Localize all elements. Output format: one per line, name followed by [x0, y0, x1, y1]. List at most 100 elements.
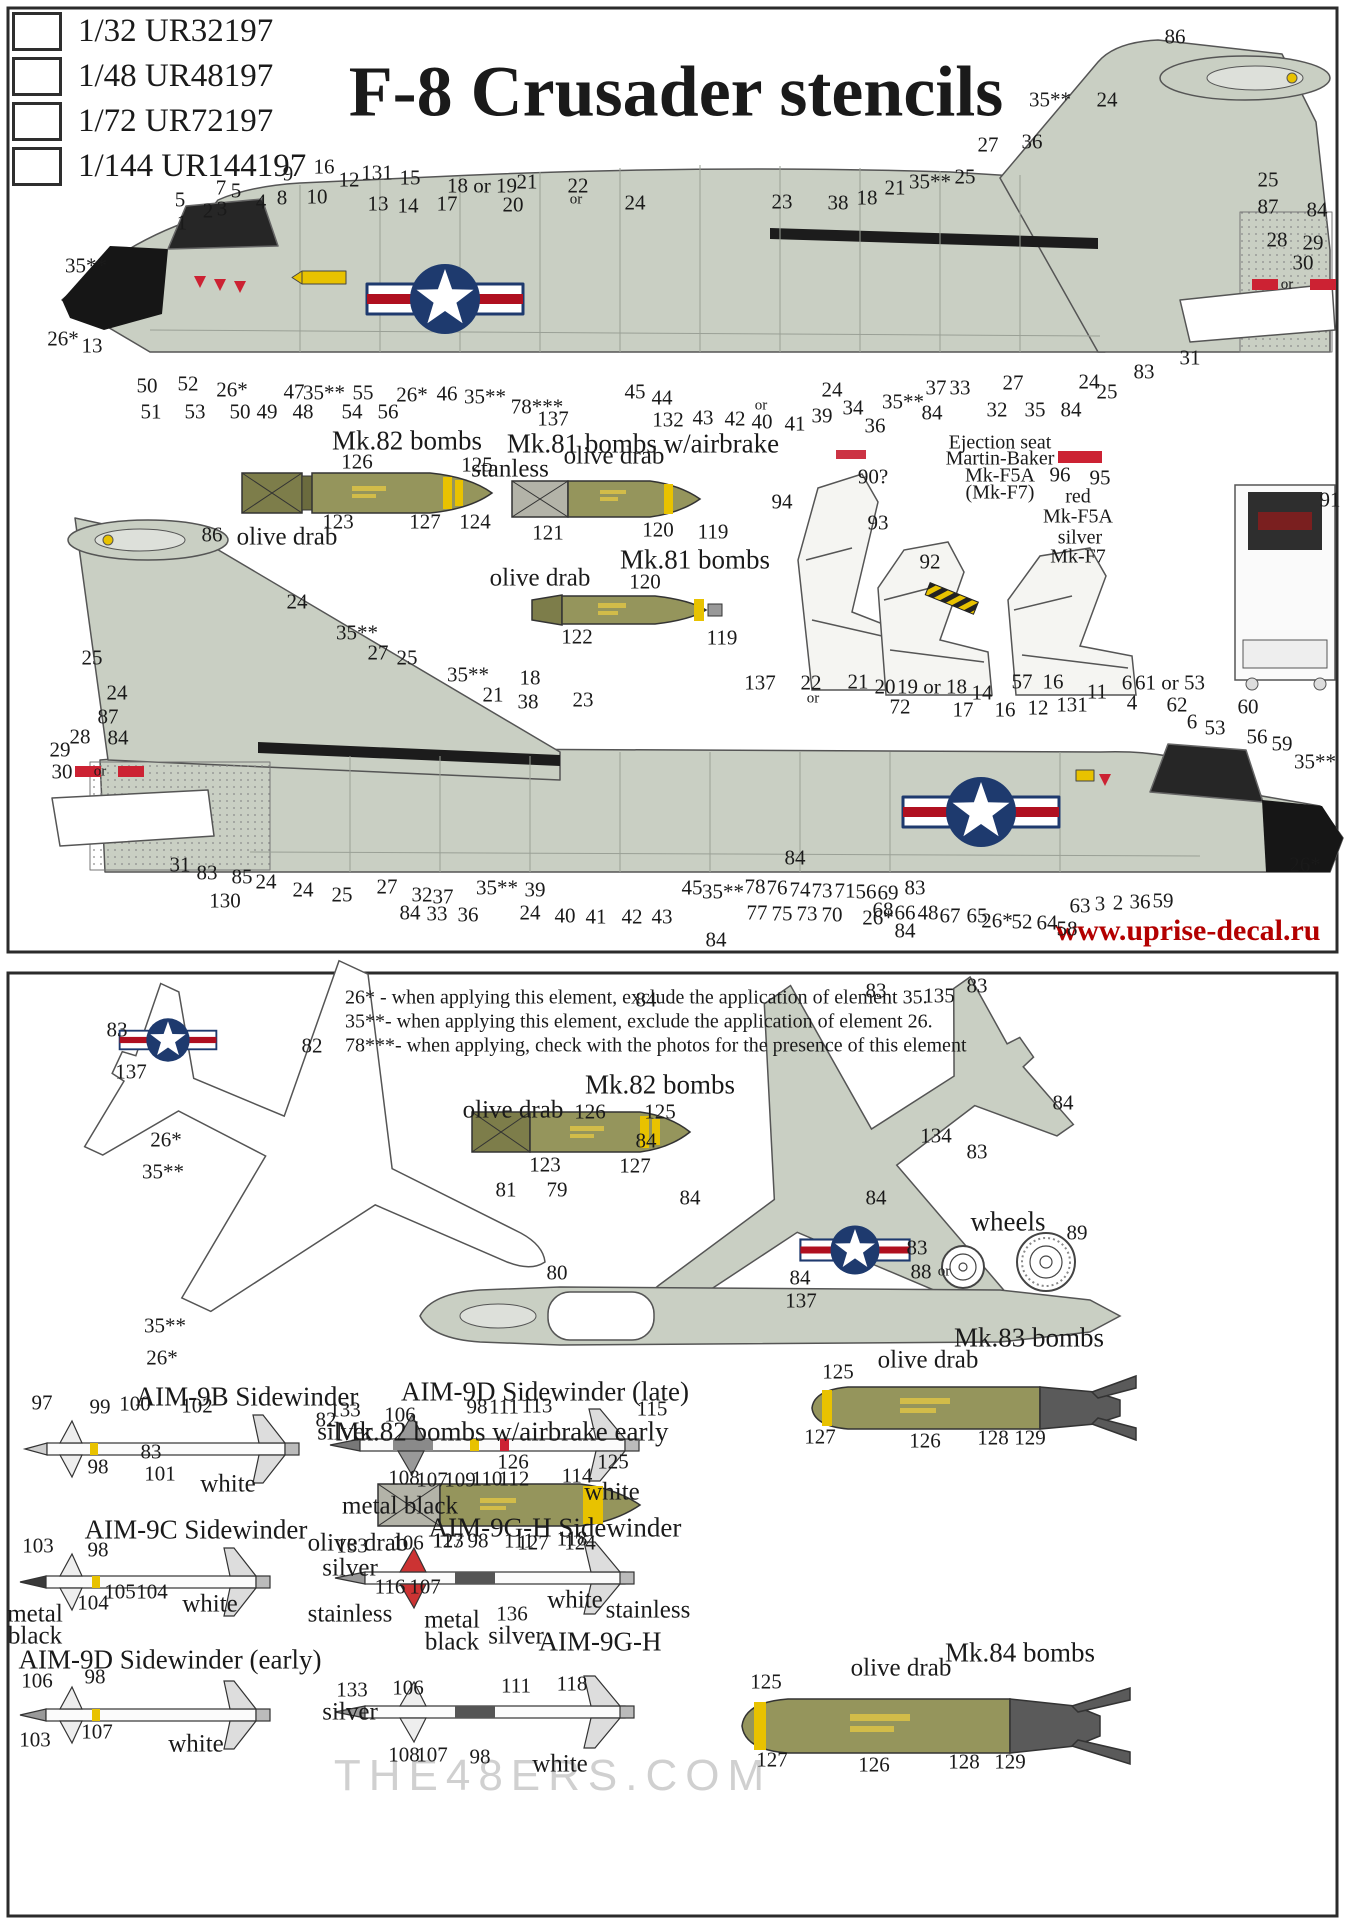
callout-label: 123	[529, 1152, 561, 1177]
callout-label: 29	[1302, 230, 1324, 255]
callout-label: 134	[920, 1123, 952, 1148]
callout-label: 130	[209, 888, 241, 913]
callout-label: 115	[636, 1396, 668, 1421]
ejection-seat-note-line: (Mk-F7)	[965, 481, 1035, 504]
callout-label: 97	[31, 1390, 53, 1415]
callout-label: 107	[409, 1574, 441, 1599]
callout-label: 133	[329, 1397, 361, 1422]
callout-label: white	[182, 1590, 238, 1618]
callout-label: 29	[49, 737, 71, 762]
callout-label: 9	[282, 161, 294, 186]
callout-label: 1	[176, 210, 188, 235]
callout-label: 32	[411, 882, 433, 907]
callout-label: 38	[827, 190, 849, 215]
callout-label: 133	[336, 1533, 368, 1558]
aim9c-missile	[19, 1547, 271, 1617]
callout-label: 17	[952, 697, 974, 722]
callout-label: 84	[784, 845, 806, 870]
callout-label: 22	[800, 670, 822, 695]
seat-finish-label: Mk-F5A	[1042, 505, 1114, 528]
callout-label: white	[584, 1478, 640, 1506]
callout-label: 129	[994, 1749, 1026, 1774]
callout-label: 34	[842, 395, 864, 420]
callout-label: or	[754, 397, 768, 414]
callout-label: 25	[954, 164, 976, 189]
callout-label: white	[168, 1730, 224, 1758]
callout-label: 19 or 18	[897, 674, 967, 699]
callout-label: black	[424, 1628, 480, 1656]
callout-label: 28	[1266, 227, 1288, 252]
callout-label: 25	[1257, 167, 1279, 192]
callout-label: 23	[771, 189, 793, 214]
seat-finish-label: silver	[1057, 526, 1103, 549]
callout-label: 30	[1292, 250, 1314, 275]
callout-label: 53	[184, 399, 206, 424]
callout-label: white	[532, 1750, 588, 1778]
application-note-35: 35**- when applying this element, exclud…	[345, 1010, 933, 1033]
callout-label: 24	[519, 900, 541, 925]
callout-label: 37	[925, 375, 947, 400]
section-title: AIM-9D Sidewinder (early)	[18, 1644, 322, 1675]
callout-label: 84	[635, 987, 657, 1012]
callout-label: 43	[651, 904, 673, 929]
callout-label: 18 or 19	[447, 173, 517, 198]
red-stencil-marks-2	[75, 766, 1111, 786]
callout-label: or	[93, 763, 107, 780]
scale-label: 1/48	[78, 57, 137, 94]
scale-option-1-32: 1/32 UR32197	[12, 11, 273, 51]
callout-label: 75	[771, 901, 793, 926]
callout-label: 106	[392, 1530, 424, 1555]
callout-label: 8	[276, 185, 288, 210]
website-link[interactable]: www.uprise-decal.ru	[1055, 914, 1321, 947]
callout-label: 84	[921, 400, 943, 425]
scale-code: UR144197	[161, 147, 307, 184]
callout-label: 35**	[303, 380, 345, 405]
callout-label: white	[547, 1586, 603, 1614]
callout-label: 106	[384, 1402, 416, 1427]
callout-label: 4	[1126, 690, 1138, 715]
callout-label: 35**	[1029, 87, 1071, 112]
callout-label: 35**	[702, 879, 744, 904]
callout-label: 2	[202, 198, 214, 223]
callout-label: olive drab	[563, 442, 665, 470]
callout-label: 59	[1271, 731, 1293, 756]
scale-option-1-72: 1/72 UR72197	[12, 101, 273, 141]
callout-label: 90?	[857, 464, 889, 489]
callout-label: 40	[554, 903, 576, 928]
section-title: Mk.81 bombs w/airbrake	[506, 428, 780, 459]
section-title: AIM-9D Sidewinder (late)	[401, 1376, 689, 1407]
callout-label: 88	[910, 1259, 932, 1284]
stabilizer-2	[51, 789, 215, 847]
callout-label: 39	[524, 877, 546, 902]
scale-code: UR48197	[144, 57, 274, 94]
callout-label: 98	[87, 1454, 109, 1479]
callout-label: 6	[1186, 709, 1198, 734]
mk82-bomb-plan	[471, 1111, 692, 1153]
callout-label: 35**	[447, 662, 489, 687]
callout-label: 60	[1237, 694, 1259, 719]
callout-label: 45	[681, 875, 703, 900]
scale-checkbox-1-48[interactable]	[12, 56, 62, 96]
callout-label: 16	[313, 154, 335, 179]
aim9gh-missile	[334, 1541, 635, 1615]
callout-label: 39	[811, 403, 833, 428]
callout-label: 111	[489, 1394, 519, 1419]
callout-label: 83	[966, 1139, 988, 1164]
scale-checkbox-1-144[interactable]	[12, 146, 62, 186]
callout-label: 10	[306, 184, 328, 209]
callout-label: 40	[751, 409, 773, 434]
callout-label: 126	[341, 449, 373, 474]
callout-label: metal	[424, 1606, 480, 1634]
callout-label: 26*	[1289, 852, 1321, 877]
callout-label: 124	[459, 509, 491, 534]
ejection-seat-1	[797, 450, 893, 691]
callout-label: 98	[469, 1744, 491, 1769]
callout-label: olive drab	[462, 1096, 564, 1124]
scale-checkbox-1-32[interactable]	[12, 11, 62, 51]
scale-checkbox-1-72[interactable]	[12, 101, 62, 141]
callout-label: 13	[367, 191, 389, 216]
callout-label: 102	[181, 1393, 213, 1418]
callout-label: 48	[292, 399, 314, 424]
callout-label: 98	[84, 1664, 106, 1689]
callout-label: silver	[488, 1622, 544, 1650]
